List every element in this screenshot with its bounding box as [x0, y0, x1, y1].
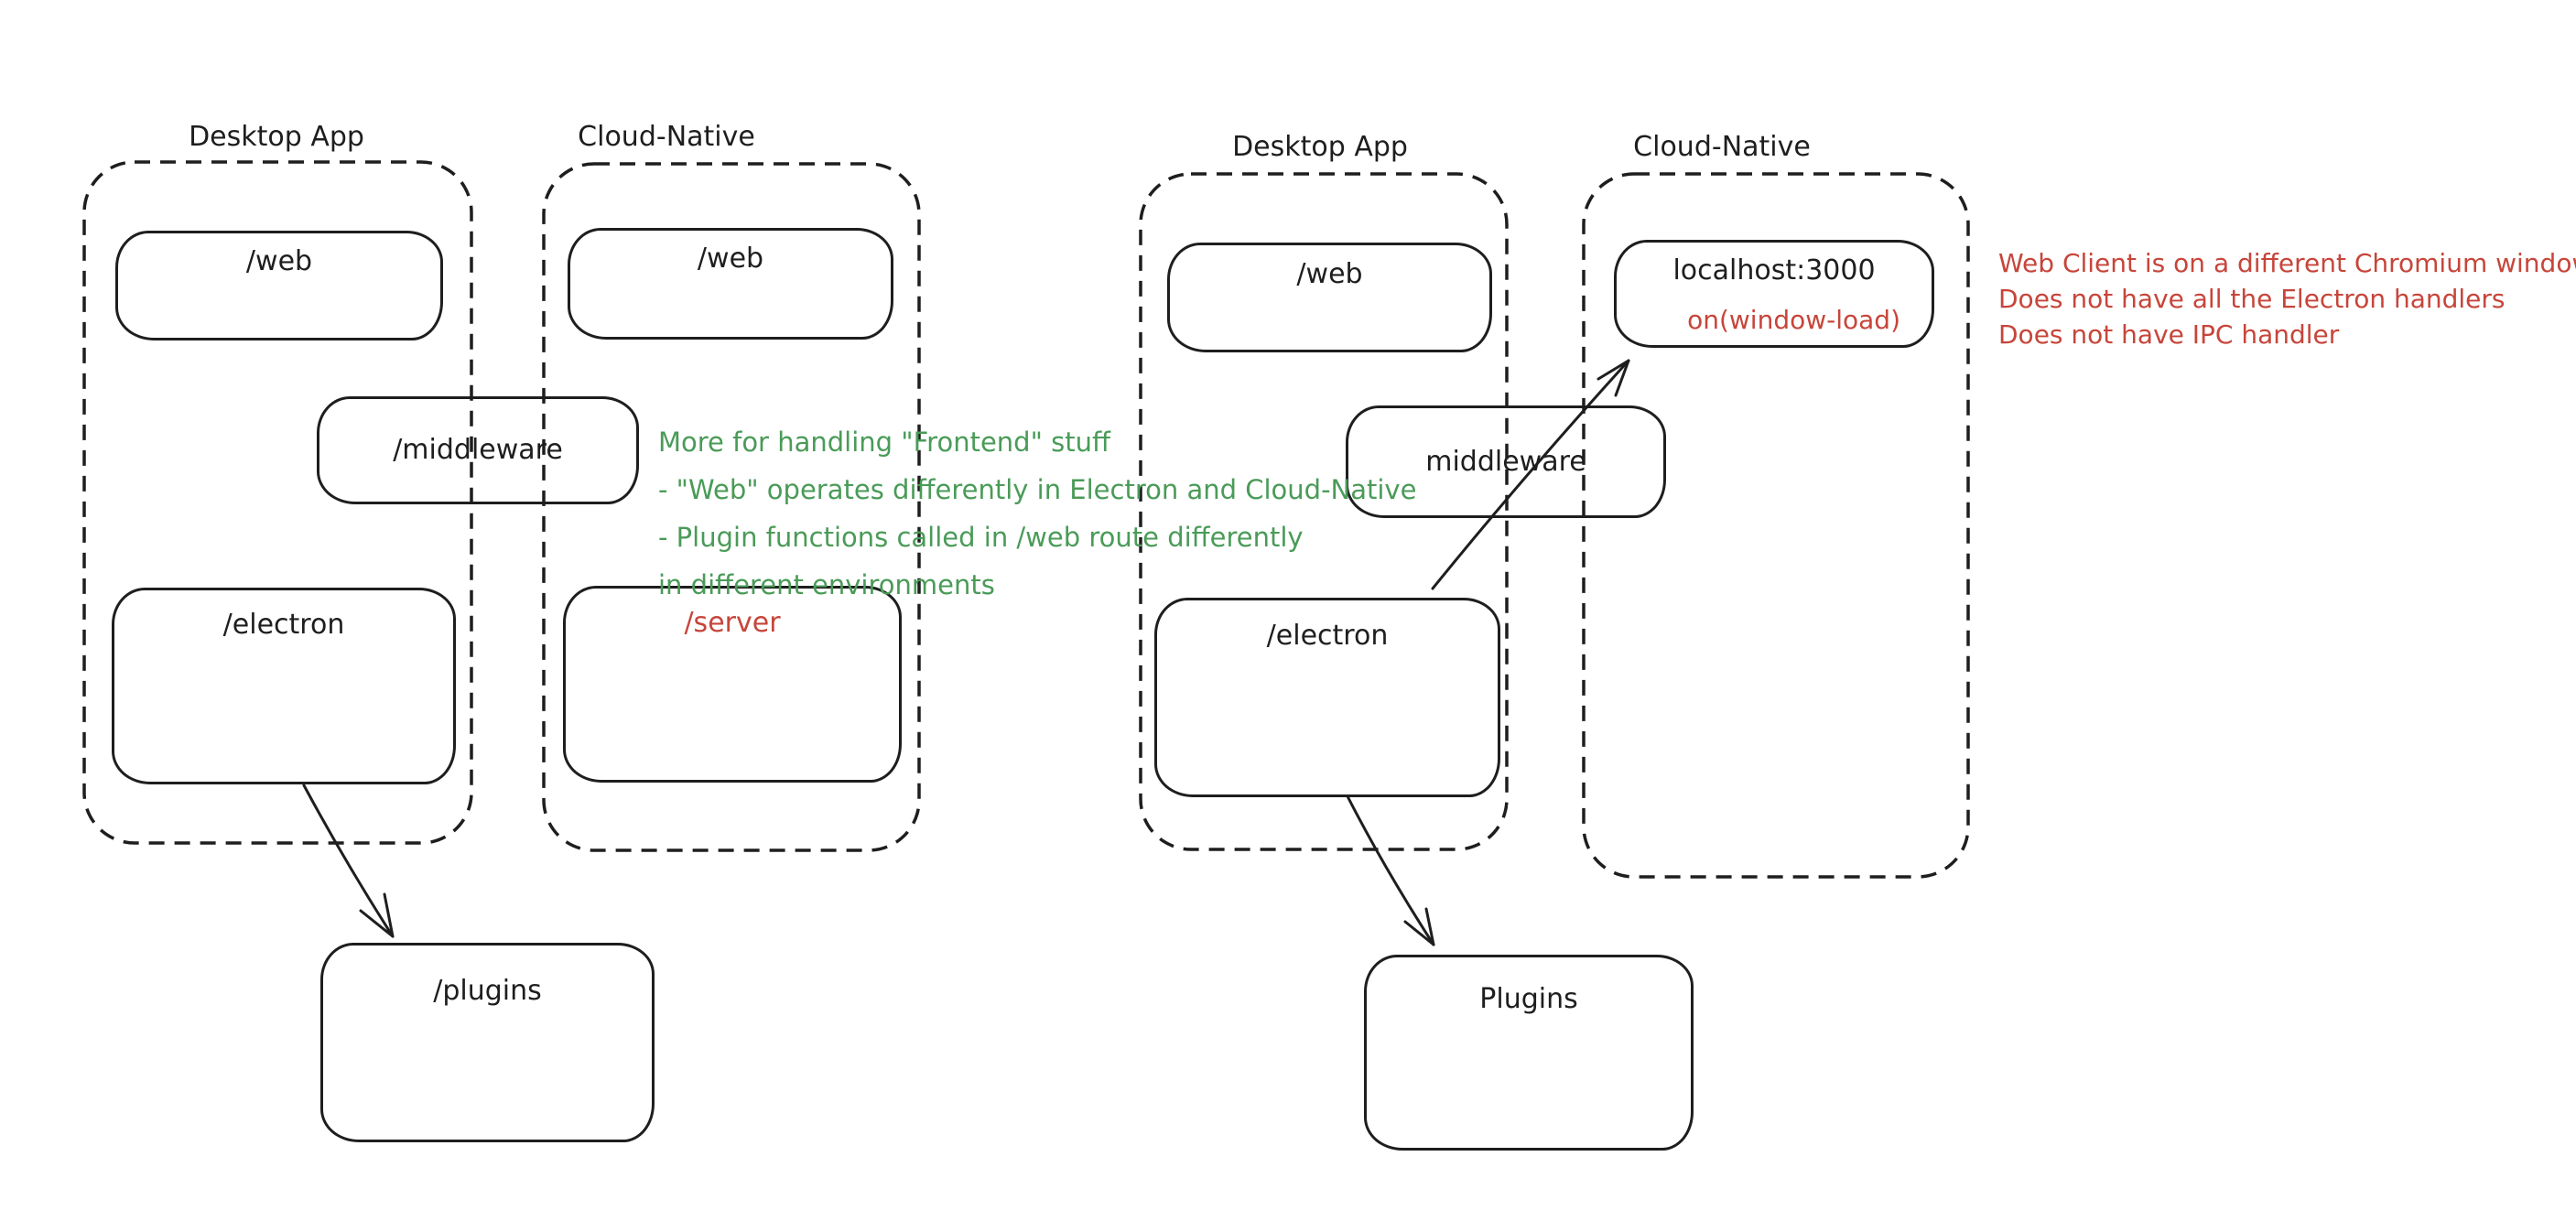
note-line: More for handling "Frontend" stuff [658, 427, 1110, 458]
node-label: localhost:3000 [1672, 254, 1876, 286]
arrow-electron-to-plugins-left[interactable] [302, 784, 395, 938]
note-line: in different environments [658, 569, 995, 600]
node-electron-left[interactable]: /electron [112, 588, 456, 784]
node-label: /server [684, 607, 781, 639]
node-middleware-left[interactable]: /middleware [317, 396, 639, 504]
node-web-right[interactable]: /web [1167, 243, 1492, 352]
section-label-cloud-native-right[interactable]: Cloud-Native [1633, 131, 1811, 163]
arrow-electron-to-plugins-right[interactable] [1346, 794, 1435, 946]
section-label-cloud-native-left[interactable]: Cloud-Native [578, 121, 755, 153]
note-line: Does not have all the Electron handlers [1998, 284, 2506, 314]
container-desktop-app-right[interactable] [1139, 172, 1509, 851]
node-server-left[interactable]: /server [563, 586, 902, 783]
note-line: - "Web" operates differently in Electron… [658, 474, 1417, 505]
note-line: Web Client is on a different Chromium wi… [1998, 248, 2576, 278]
node-plugins-left[interactable]: /plugins [320, 943, 655, 1142]
node-label: Plugins [1479, 983, 1578, 1015]
section-label-desktop-app-right[interactable]: Desktop App [1232, 131, 1408, 163]
node-label: /middleware [393, 434, 563, 466]
node-sublabel-on-window-load: on(window-load) [1687, 305, 1900, 335]
node-web-desktop-left[interactable]: /web [115, 231, 443, 340]
node-label: /web [697, 243, 764, 275]
note-line: - Plugin functions called in /web route … [658, 522, 1304, 553]
container-cloud-native-left[interactable] [542, 162, 921, 852]
node-localhost-3000[interactable]: localhost:3000 on(window-load) [1614, 240, 1934, 348]
section-label-desktop-app-left[interactable]: Desktop App [189, 121, 364, 153]
node-electron-right[interactable]: /electron [1154, 598, 1500, 797]
arrow-electron-to-localhost-right[interactable] [1431, 359, 1630, 590]
node-label: /electron [222, 609, 345, 641]
node-web-cloud-left[interactable]: /web [568, 228, 893, 340]
node-label: /web [245, 245, 313, 277]
node-label: middleware [1425, 445, 1586, 478]
note-green-frontend[interactable]: More for handling "Frontend" stuff - "We… [658, 418, 1416, 609]
node-label: /plugins [433, 975, 542, 1007]
node-middleware-right[interactable]: middleware [1346, 405, 1666, 518]
node-label: /electron [1266, 620, 1389, 652]
note-red-web-client[interactable]: Web Client is on a different Chromium wi… [1998, 245, 2576, 352]
node-label: /web [1296, 258, 1363, 290]
container-cloud-native-right[interactable] [1582, 172, 1970, 879]
note-line: Does not have IPC handler [1998, 319, 2340, 350]
node-plugins-right[interactable]: Plugins [1364, 955, 1694, 1151]
